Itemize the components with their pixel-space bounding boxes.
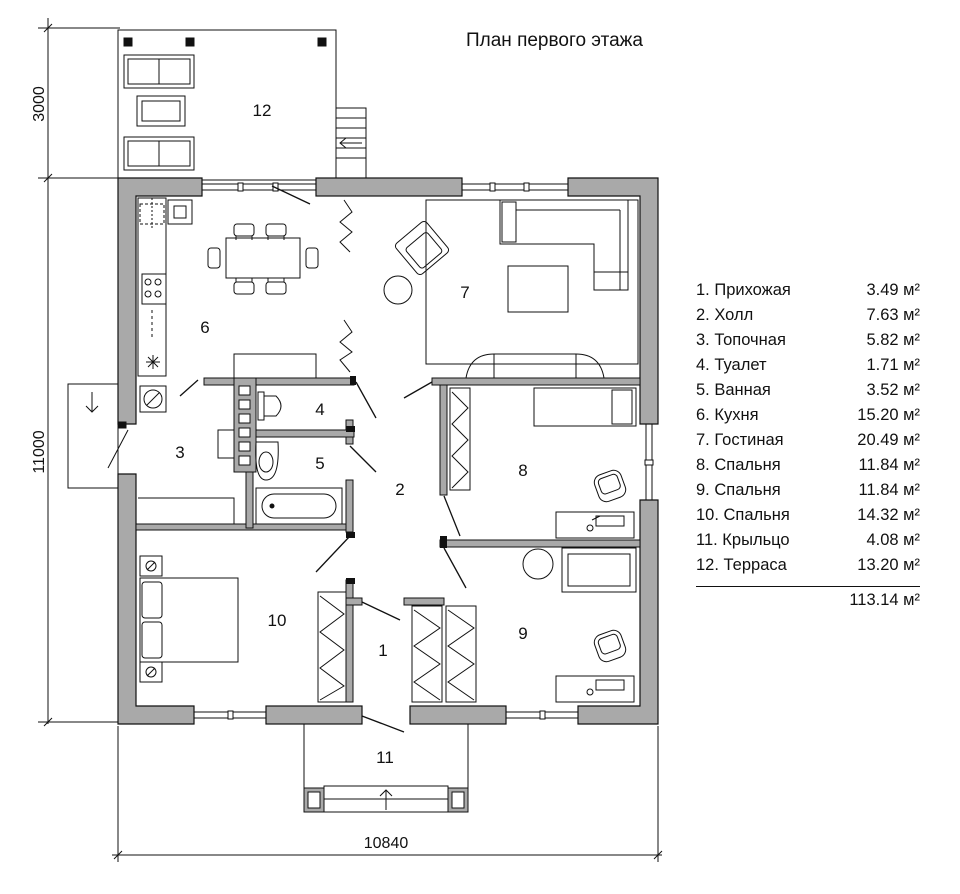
room-area: 15.20 м² [857,406,920,424]
outer-walls [117,177,659,725]
legend-row: 1. Прихожая 3.49 м² [696,278,920,303]
room-area: 3.49 м² [866,281,920,299]
boiler-room-furniture [138,429,235,524]
legend-row: 2. Холл 7.63 м² [696,303,920,328]
sink-icon [255,441,279,481]
dimension-height: 11000 [31,430,48,473]
bedroom-10-furniture [139,555,239,683]
living-room-furniture [383,199,639,379]
legend-row: 11. Крыльцо 4.08 м² [696,528,920,553]
room-name: 9. Спальня [696,481,781,499]
room-name: 10. Спальня [696,506,790,524]
room-area: 20.49 м² [857,431,920,449]
legend-row: 3. Топочная 5.82 м² [696,328,920,353]
room-label-2: 2 [395,480,404,499]
porch [303,724,469,813]
room-label-8: 8 [518,461,527,480]
legend-row: 5. Ванная 3.52 м² [696,378,920,403]
wardrobe-icon [445,605,477,703]
room-area: 5.82 м² [866,331,920,349]
desk-icon [555,675,635,703]
terrace-table-icon [136,95,186,127]
wardrobe-icon [449,387,471,491]
room-area: 11.84 м² [858,456,921,474]
room-name: 7. Гостиная [696,431,784,449]
nightstand-icon [139,661,163,683]
room-name: 6. Кухня [696,406,759,424]
armchair-icon [394,220,450,276]
door-knobs [346,376,447,584]
toilet-icon [257,391,282,421]
bathtub-icon [255,487,343,525]
dining-table-icon [207,223,319,295]
plan-title: План первого этажа [466,30,643,51]
room-area: 14.32 м² [857,506,920,524]
sofa-icon [499,200,629,291]
legend-row: 8. Спальня 11.84 м² [696,453,920,478]
dimension-lines [38,18,663,862]
windows [194,182,654,720]
office-chair-icon [593,629,627,663]
room-label-9: 9 [518,624,527,643]
room-label-12: 12 [253,101,272,120]
fan-icon [146,355,160,369]
bed-icon [533,387,637,427]
dimension-width: 10840 [364,835,409,852]
area-legend: 1. Прихожая 3.49 м² 2. Холл 7.63 м² 3. Топ… [696,278,920,613]
legend-row: 4. Туалет 1.71 м² [696,353,920,378]
legend-row: 9. Спальня 11.84 м² [696,478,920,503]
room-label-11: 11 [376,748,394,767]
kitchen-furniture [137,197,317,413]
room-area: 4.08 м² [866,531,920,549]
room-area: 13.20 м² [857,556,920,574]
total-area: 113.14 м² [849,591,920,609]
terrace-sofa-bottom-icon [123,136,195,171]
legend-row: 7. Гостиная 20.49 м² [696,428,920,453]
tv-stand-icon [465,353,605,379]
room-name: 2. Холл [696,306,754,324]
bedroom-8-furniture [449,387,637,539]
room-label-3: 3 [175,443,184,462]
room-area: 3.52 м² [866,381,920,399]
room-area: 1.71 м² [866,356,920,374]
office-chair-icon [593,469,627,503]
bedroom-9-furniture [445,547,637,703]
door-swings [179,185,467,733]
room-label-1: 1 [378,641,387,660]
room-name: 8. Спальня [696,456,781,474]
chimney-block [233,377,257,473]
room-area: 7.63 м² [866,306,920,324]
room-name: 3. Топочная [696,331,786,349]
legend-row: 6. Кухня 15.20 м² [696,403,920,428]
room-label-5: 5 [315,454,324,473]
room-label-10: 10 [268,611,287,630]
room-name: 1. Прихожая [696,281,791,299]
armchair-icon [561,547,637,593]
nightstand-icon [139,555,163,577]
terrace [117,29,367,181]
boiler-icon [139,385,167,413]
room-name: 12. Терраса [696,556,787,574]
legend-row: 10. Спальня 14.32 м² [696,503,920,528]
room-label-7: 7 [460,283,469,302]
bed-icon [139,577,239,663]
room-name: 4. Туалет [696,356,767,374]
room-labels: 1 2 3 4 5 6 7 8 9 10 11 12 [175,101,527,767]
entry-wardrobes [317,591,443,703]
dimension-top-depth: 3000 [31,86,48,122]
room-label-4: 4 [315,400,324,419]
room-area: 11.84 м² [858,481,921,499]
interior-walls [135,377,641,703]
room-label-6: 6 [200,318,209,337]
side-entrance [67,383,129,489]
legend-divider [696,586,920,587]
stove-icon [141,273,167,305]
room-name: 5. Ванная [696,381,771,399]
desk-icon [555,511,635,539]
terrace-sofa-top-icon [123,54,195,89]
room-name: 11. Крыльцо [696,531,790,549]
legend-row: 12. Терраса 13.20 м² [696,553,920,578]
